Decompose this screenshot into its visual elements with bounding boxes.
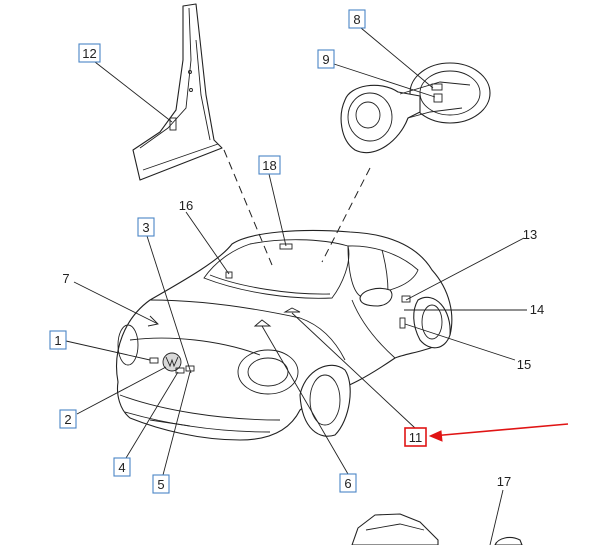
- callout-1: 1: [49, 330, 67, 350]
- vw-emblem: [162, 352, 182, 372]
- callout-13-label: 13: [523, 227, 537, 242]
- highlight-arrow: [428, 423, 569, 442]
- engine-part-partial: [351, 513, 523, 545]
- callout-18: 18: [258, 155, 281, 175]
- callout-9-label: 9: [322, 52, 329, 67]
- callout-12-label: 12: [82, 46, 96, 61]
- callout-8: 8: [348, 9, 366, 29]
- fuel-flap-detail: [340, 62, 491, 154]
- callout-14-label: 14: [530, 302, 544, 317]
- callout-3: 3: [137, 217, 155, 237]
- callout-17: 17: [497, 474, 511, 489]
- callout-11-label: 11: [409, 430, 423, 445]
- callout-7: 7: [62, 271, 69, 286]
- callout-16: 16: [179, 198, 193, 213]
- callout-7-label: 7: [62, 271, 69, 286]
- callout-6-label: 6: [344, 476, 351, 491]
- callout-9: 9: [317, 49, 335, 69]
- callout-5-label: 5: [157, 477, 164, 492]
- callout-12: 12: [78, 43, 101, 63]
- callout-17-label: 17: [497, 474, 511, 489]
- callout-2-label: 2: [64, 412, 71, 427]
- callout-3-label: 3: [142, 220, 149, 235]
- callout-4: 4: [113, 457, 131, 477]
- pillar-detail: [132, 3, 223, 181]
- pillar-label-spot: [169, 117, 177, 131]
- leader-lines: [65, 27, 527, 545]
- dashed-leaders: [223, 149, 371, 266]
- callout-2: 2: [59, 409, 77, 429]
- car-body: [116, 229, 453, 441]
- callout-16-label: 16: [179, 198, 193, 213]
- callout-11: 11: [404, 427, 427, 447]
- callout-14: 14: [530, 302, 544, 317]
- callout-6: 6: [339, 473, 357, 493]
- callout-4-label: 4: [118, 460, 125, 475]
- callout-5: 5: [152, 474, 170, 494]
- callout-15: 15: [517, 357, 531, 372]
- callout-15-label: 15: [517, 357, 531, 372]
- callout-1-label: 1: [54, 333, 61, 348]
- callout-8-label: 8: [353, 12, 360, 27]
- callout-13: 13: [523, 227, 537, 242]
- callout-18-label: 18: [262, 158, 276, 173]
